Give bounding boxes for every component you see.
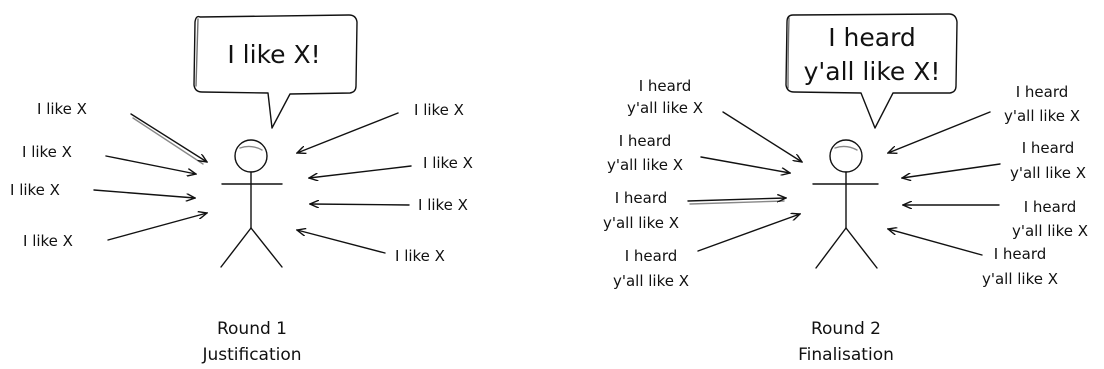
incoming-label: y'all like X — [1010, 164, 1086, 182]
speech-bubble: I like X! — [193, 14, 358, 129]
arrow — [888, 229, 983, 256]
incoming-label: y'all like X — [1012, 222, 1088, 240]
incoming-label: I like X — [418, 196, 468, 214]
caption-round: Round 1 — [217, 319, 287, 339]
caption-phase: Justification — [201, 345, 301, 365]
speech-bubble: I heard y'all like X! — [785, 13, 958, 129]
incoming-label: y'all like X — [627, 99, 703, 117]
incoming-label: I heard — [1024, 198, 1077, 216]
arrow — [309, 165, 412, 178]
arrow — [687, 198, 786, 201]
incoming-label: I like X — [395, 247, 445, 265]
caption-phase: Finalisation — [798, 345, 894, 365]
arrow — [297, 112, 399, 153]
arrow — [130, 113, 207, 162]
incoming-label: I heard — [615, 189, 668, 207]
arrow — [310, 204, 410, 205]
incoming-label: I heard — [1022, 139, 1075, 157]
incoming-label: y'all like X — [982, 270, 1058, 288]
arrow — [107, 213, 207, 241]
speech-text: I like X! — [227, 40, 320, 69]
incoming-label: I like X — [23, 232, 73, 250]
speech-text: I heard — [828, 23, 916, 52]
incoming-label: I heard — [994, 245, 1047, 263]
arrow — [722, 111, 802, 162]
incoming-label: y'all like X — [613, 272, 689, 290]
stick-figure — [220, 139, 283, 268]
incoming-label: I heard — [1016, 83, 1069, 101]
arrow — [700, 156, 790, 173]
arrow — [105, 155, 196, 174]
caption-round: Round 2 — [811, 319, 881, 339]
incoming-label: y'all like X — [1004, 107, 1080, 125]
arrow — [902, 163, 1001, 178]
incoming-label: I like X — [37, 100, 87, 118]
incoming-label: y'all like X — [607, 156, 683, 174]
arrow — [697, 214, 800, 252]
incoming-label: I like X — [22, 143, 72, 161]
incoming-label: I like X — [414, 101, 464, 119]
incoming-label: I like X — [10, 181, 60, 199]
panel-round-1: I like X! I like X I like X I like X I l… — [10, 14, 473, 365]
panel-round-2: I heard y'all like X! I heard y'all like… — [603, 13, 1088, 365]
incoming-label: I heard — [639, 77, 692, 95]
arrow — [297, 230, 386, 254]
incoming-label: I like X — [423, 154, 473, 172]
speech-text: y'all like X! — [804, 57, 941, 86]
incoming-label: I heard — [619, 132, 672, 150]
incoming-label: y'all like X — [603, 214, 679, 232]
arrow — [888, 111, 991, 153]
incoming-label: I heard — [625, 247, 678, 265]
arrow — [93, 189, 195, 198]
stick-figure — [812, 139, 879, 269]
